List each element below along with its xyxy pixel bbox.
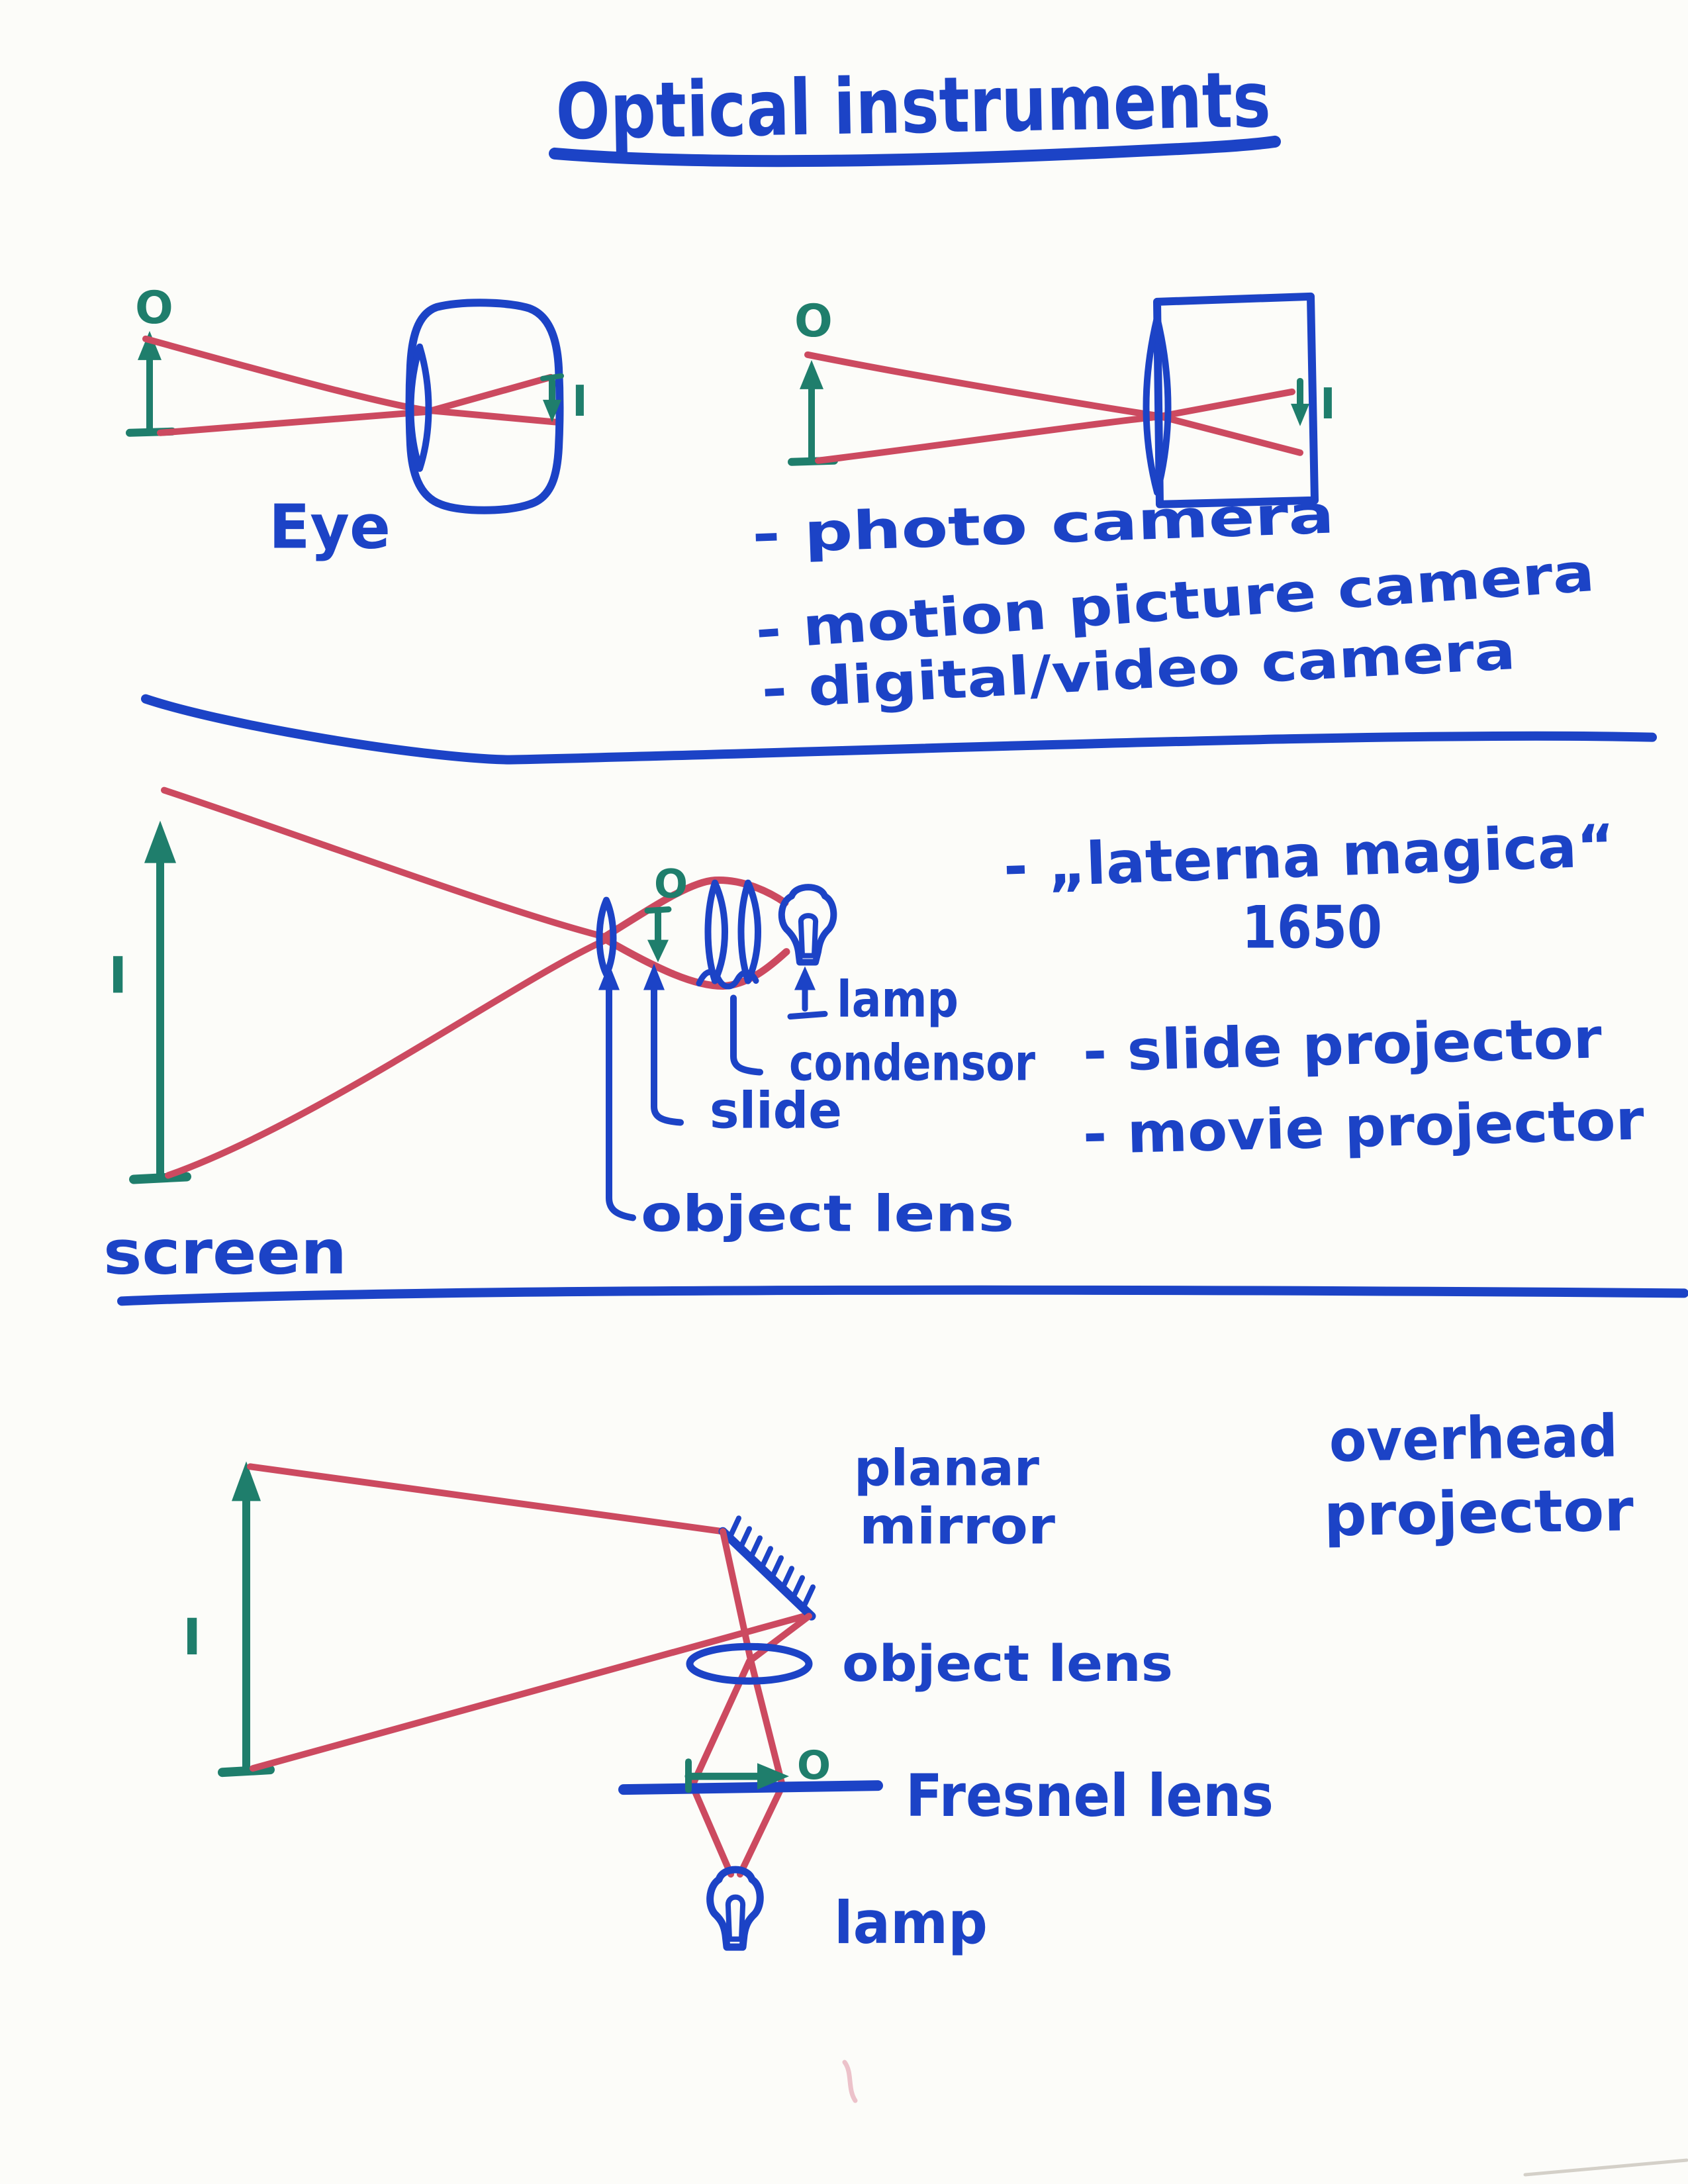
screen-image-arrowhead-icon — [144, 820, 176, 863]
overhead-caption-line2: projector — [1323, 1476, 1634, 1549]
projector-ray-upper — [161, 786, 610, 941]
eye-image-arrowhead-icon — [543, 399, 561, 422]
paper-pencil-line — [1523, 2158, 1688, 2177]
condensor-lens-2-icon — [737, 879, 761, 984]
projector-envelope-top — [602, 877, 789, 940]
fresnel-lens-icon — [618, 1780, 883, 1795]
condensor-label: condensor — [789, 1033, 1035, 1092]
eye-object-label: O — [135, 282, 173, 334]
overhead-image-base-tick — [218, 1765, 275, 1778]
camera-diagram: O I - photo camera - motion picture came… — [751, 292, 1597, 720]
overhead-image-arrowhead-icon — [232, 1461, 261, 1501]
camera-body-box — [1153, 292, 1319, 508]
paper-smudge-pink — [842, 2060, 858, 2103]
eye-image-top-tick — [540, 373, 564, 381]
object-lens-label: object lens — [641, 1184, 1014, 1243]
movie-projector-note: - movie projector — [1082, 1087, 1646, 1166]
projector-ray-lower — [165, 936, 610, 1179]
eye-caption: Eye — [269, 492, 391, 563]
slide-object-arrowhead-icon — [647, 939, 669, 963]
projector-image-label: I — [109, 946, 127, 1005]
planar-mirror-icon — [718, 1527, 816, 1621]
screen-label: screen — [103, 1217, 347, 1288]
overhead-lamp-filament-icon — [726, 1894, 745, 1942]
camera-ray-upper — [804, 351, 1303, 456]
projector-lamp-icon — [778, 884, 837, 966]
screen-image-base-tick — [129, 1172, 191, 1184]
projector-lamp-filament-icon — [798, 913, 818, 959]
eye-ray-lower — [157, 373, 554, 436]
overhead-caption-line1: overhead — [1329, 1401, 1618, 1475]
camera-image-label: I — [1320, 380, 1336, 429]
object-lens-pointer-line — [606, 976, 636, 1221]
camera-object-label: O — [794, 295, 833, 348]
slide-projector-note: - slide projector — [1082, 1006, 1603, 1084]
eye-diagram: O I Eye — [126, 282, 588, 563]
overhead-reflected-ray-b — [689, 1613, 812, 1878]
condensor-lens-1-icon — [704, 879, 728, 984]
page-title: Optical instruments — [555, 56, 1271, 158]
eye-image-label: I — [572, 377, 588, 426]
projector-diagram: I screen O lamp condensor slide — [103, 786, 1646, 1288]
slide-label: slide — [710, 1080, 842, 1139]
camera-image-arrowhead-icon — [1291, 403, 1309, 426]
mirror-hatching — [727, 1515, 816, 1610]
camera-type-photo: - photo camera — [751, 483, 1335, 565]
section-divider-top — [141, 694, 1657, 765]
eye-lens-icon — [407, 343, 432, 472]
overhead-image-label: I — [183, 1607, 201, 1666]
laterna-magica-note: - „laterna magica“ — [1002, 812, 1616, 901]
camera-ray-lower — [815, 388, 1295, 464]
eye-ray-upper — [142, 335, 561, 426]
overhead-reflected-ray-a — [720, 1528, 786, 1878]
planar-mirror-label-line1: planar — [854, 1438, 1040, 1497]
slide-pointer-line — [651, 976, 684, 1126]
fresnel-lens-label: Fresnel lens — [906, 1762, 1274, 1830]
overhead-lamp-icon — [706, 1866, 764, 1951]
eye-object-arrowhead-icon — [138, 330, 162, 360]
overhead-ray-upper — [247, 1463, 726, 1535]
condensor-pointer-line — [730, 994, 763, 1076]
planar-mirror-label-line2: mirror — [859, 1496, 1056, 1555]
condensor-squiggle-bracket — [696, 969, 759, 990]
projector-envelope-bottom — [602, 936, 790, 990]
camera-lens-icon — [1143, 314, 1172, 496]
overhead-object-arrowhead-icon — [757, 1763, 789, 1790]
laterna-year: 1650 — [1242, 894, 1382, 962]
title-group: Optical instruments — [549, 56, 1281, 167]
overhead-object-lens-label: object lens — [842, 1634, 1173, 1693]
overhead-object-label: O — [797, 1742, 831, 1789]
section-divider-bottom — [117, 1285, 1688, 1306]
overhead-object-lens-icon — [686, 1642, 813, 1685]
overhead-diagram: I O planar mir — [183, 1401, 1634, 1957]
lamp-label: lamp — [837, 970, 959, 1029]
eye-outline — [405, 299, 564, 514]
overhead-lamp-label: lamp — [834, 1889, 988, 1957]
lamp-pointer-line — [787, 976, 828, 1020]
title-underline — [549, 135, 1281, 167]
overhead-ray-lower — [250, 1611, 812, 1772]
camera-object-arrowhead-icon — [800, 359, 823, 389]
projector-object-label: O — [654, 861, 688, 908]
